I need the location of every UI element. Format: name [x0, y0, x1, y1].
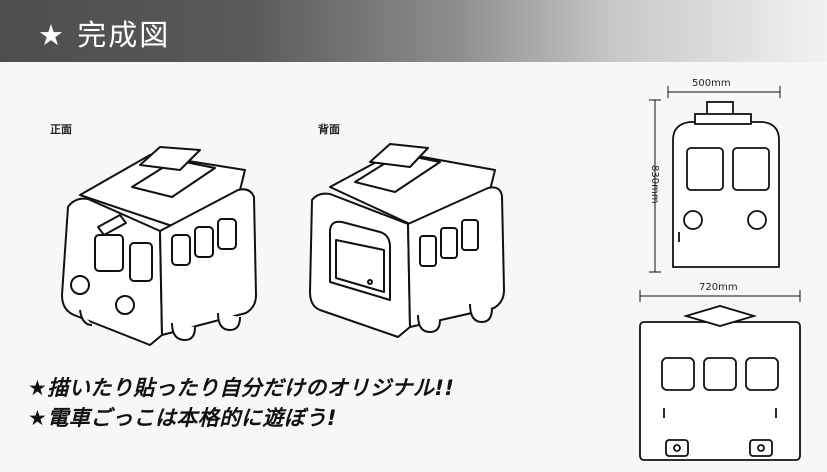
height-dimension: 830mm	[649, 165, 660, 204]
bottom-width-dimension: 720mm	[699, 282, 738, 293]
top-view-dimension-drawing	[649, 86, 781, 273]
slogan-line-2: ★電車ごっこは本格的に遊ぼう!	[28, 406, 337, 430]
front-view-train-illustration	[61, 146, 257, 346]
front-view-label: 正面	[50, 123, 72, 136]
back-view-label: 背面	[318, 123, 340, 136]
back-view-train-illustration	[309, 143, 505, 338]
section-title: ★ 完成図	[38, 18, 171, 52]
slogan-line-1: ★描いたり貼ったり自分だけのオリジナル!!	[28, 376, 455, 400]
bottom-view-dimension-drawing	[639, 290, 801, 461]
top-width-dimension: 500mm	[692, 78, 731, 89]
section-header-bar: ★ 完成図	[0, 0, 827, 62]
